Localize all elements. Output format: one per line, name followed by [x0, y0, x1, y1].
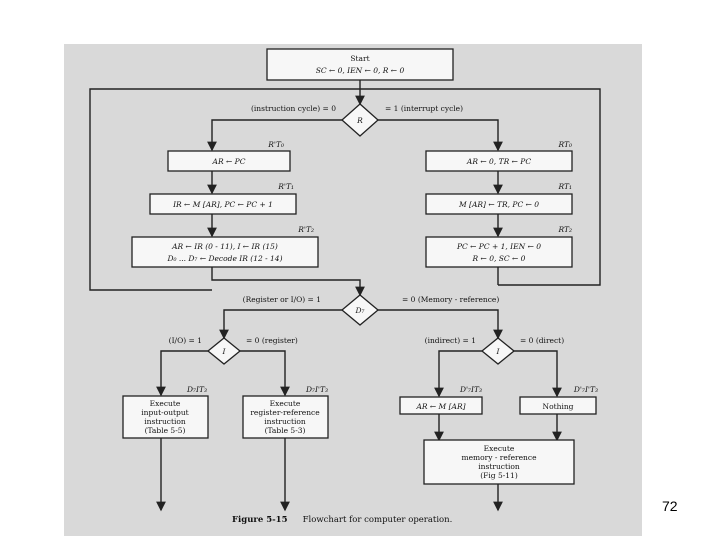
svg-text:D₇: D₇	[354, 306, 364, 315]
indirect-box: AR ← M [AR]	[399, 396, 483, 415]
svg-text:register-reference: register-reference	[250, 408, 320, 417]
interrupt-box-2: M [AR] ← TR, PC ← 0	[425, 193, 573, 215]
connector	[156, 350, 208, 397]
timing-label: D₇IT₃	[186, 385, 207, 394]
svg-text:IR ← M [AR], PC ← PC + 1: IR ← M [AR], PC ← PC + 1	[172, 200, 273, 209]
svg-text:I: I	[496, 347, 501, 356]
svg-text:Execute: Execute	[270, 399, 301, 408]
decision-d7-left-label: (Register or I/O) = 1	[243, 295, 321, 304]
execute-mem-box: Execute memory - reference instruction (…	[423, 439, 575, 485]
svg-text:AR ← IR (0 - 11), I ← IR (15): AR ← IR (0 - 11), I ← IR (15)	[171, 242, 278, 251]
start-box: Start SC ← 0, IEN ← 0, R ← 0	[266, 48, 454, 81]
decision-i-left-right-label: = 0 (register)	[246, 336, 298, 345]
fetch-box-2: IR ← M [AR], PC ← PC + 1	[149, 193, 297, 215]
start-assign: SC ← 0, IEN ← 0, R ← 0	[316, 66, 405, 75]
svg-text:AR ← M [AR]: AR ← M [AR]	[415, 402, 465, 411]
decision-i-left: I	[206, 337, 242, 365]
connector	[219, 309, 342, 340]
direct-box: Nothing	[519, 396, 597, 415]
svg-text:R: R	[356, 116, 363, 125]
decision-r-right-label: = 1 (interrupt cycle)	[385, 104, 463, 113]
interrupt-box-3: PC ← PC + 1, IEN ← 0 R ← 0, SC ← 0	[425, 236, 573, 268]
execute-io-box: Execute input-output instruction (Table …	[122, 395, 209, 439]
svg-text:D₀ ... D₇ ← Decode IR (12 - 14: D₀ ... D₇ ← Decode IR (12 - 14)	[166, 254, 282, 263]
page-number: 72	[662, 498, 678, 514]
interrupt-box-1: AR ← 0, TR ← PC	[425, 150, 573, 172]
timing-label: R'T₀	[267, 140, 284, 149]
timing-label: RT₁	[557, 182, 572, 191]
loop-back-line-left	[89, 88, 360, 291]
decode-box: AR ← IR (0 - 11), I ← IR (15) D₀ ... D₇ …	[131, 236, 319, 268]
timing-label: R'T₁	[277, 182, 294, 191]
svg-text:memory - reference: memory - reference	[461, 453, 537, 462]
svg-text:input-output: input-output	[141, 408, 188, 417]
caption-text: Flowchart for computer operation.	[303, 515, 453, 525]
fetch-box-1: AR ← PC	[167, 150, 291, 172]
decision-r: R	[341, 103, 379, 137]
connector	[378, 309, 503, 340]
decision-r-left-label: (instruction cycle) = 0	[251, 104, 336, 113]
connector	[211, 267, 365, 297]
decision-d7: D₇	[340, 294, 380, 326]
svg-text:I: I	[222, 347, 227, 356]
decision-i-left-left-label: (I/O) = 1	[169, 336, 202, 345]
figure-caption: Figure 5-15 Flowchart for computer opera…	[232, 507, 452, 526]
loop-back-line-right	[360, 88, 601, 286]
svg-text:(Fig 5-11): (Fig 5-11)	[480, 471, 518, 480]
start-title: Start	[350, 54, 369, 63]
svg-text:AR ← 0, TR ← PC: AR ← 0, TR ← PC	[466, 157, 531, 166]
svg-text:AR ← PC: AR ← PC	[212, 157, 246, 166]
caption-figure-number: Figure 5-15	[232, 515, 288, 525]
execute-reg-box: Execute register-reference instruction (…	[242, 395, 329, 439]
decision-i-right: I	[480, 337, 516, 365]
timing-label: RT₂	[557, 225, 572, 234]
svg-text:Nothing: Nothing	[543, 402, 574, 411]
svg-text:instruction: instruction	[478, 462, 520, 471]
svg-text:Execute: Execute	[484, 444, 515, 453]
connector	[240, 350, 290, 397]
decision-d7-right-label: = 0 (Memory - reference)	[402, 295, 499, 304]
connector	[378, 119, 503, 152]
svg-text:instruction: instruction	[144, 417, 186, 426]
svg-text:R ← 0, SC ← 0: R ← 0, SC ← 0	[472, 254, 526, 263]
svg-text:Execute: Execute	[150, 399, 181, 408]
connector	[434, 350, 482, 398]
timing-label: D'₇IT₃	[459, 385, 482, 394]
svg-text:M [AR] ← TR, PC ← 0: M [AR] ← TR, PC ← 0	[458, 200, 539, 209]
decision-i-right-left-label: (indirect) = 1	[425, 336, 476, 345]
svg-text:PC ← PC + 1, IEN ← 0: PC ← PC + 1, IEN ← 0	[456, 242, 541, 251]
connector	[207, 119, 342, 152]
timing-label: D'₇I'T₃	[573, 385, 598, 394]
timing-label: RT₀	[557, 140, 572, 149]
svg-text:(Table 5-5): (Table 5-5)	[145, 426, 186, 435]
timing-label: R'T₂	[297, 225, 314, 234]
svg-text:(Table 5-3): (Table 5-3)	[265, 426, 306, 435]
decision-i-right-right-label: = 0 (direct)	[520, 336, 564, 345]
connector	[514, 350, 562, 398]
svg-text:instruction: instruction	[264, 417, 306, 426]
timing-label: D₇I'T₃	[305, 385, 328, 394]
